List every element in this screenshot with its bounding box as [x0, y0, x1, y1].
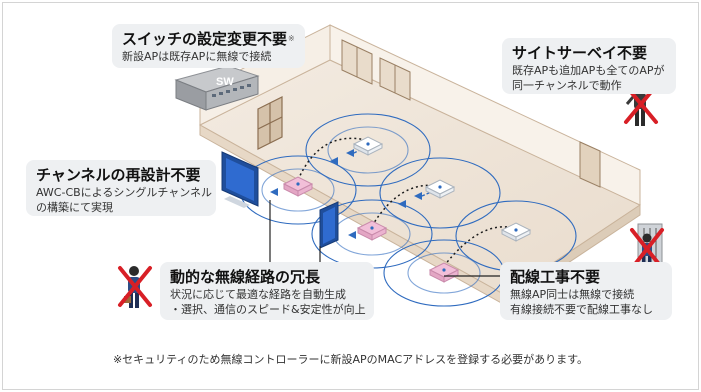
window-left: [257, 96, 283, 150]
callout-leader-lines: [269, 200, 500, 277]
switch-label: SW: [216, 76, 234, 88]
callout-survey: サイトサーベイ不要 既存APも追加APも全てのAPが 同一チャンネルで動作: [502, 38, 676, 94]
callout-wiring-line-2: 有線接続不要で配線工事なし: [510, 303, 653, 316]
callout-survey-line-2: 同一チャンネルで動作: [512, 79, 622, 92]
new-access-point-2: [356, 220, 388, 241]
callout-channel-line-2: の構築にて実現: [36, 201, 113, 214]
window-right: [341, 39, 411, 101]
callout-wiring-line-1: 無線AP同士は無線で接続: [510, 288, 635, 301]
callout-survey-title: サイトサーベイ不要: [512, 44, 648, 62]
callout-channel: チャンネルの再設計不要 AWC-CBによるシングルチャンネル の構築にて実現: [26, 160, 216, 216]
traffic-arrows: [270, 149, 422, 239]
existing-access-point-3: [500, 222, 532, 242]
footnote: ※セキュリティのため無線コントローラーに新設APのMACアドレスを登録する必要が…: [112, 353, 589, 366]
callout-switch: スイッチの設定変更不要※ 新設APは既存APに無線で接続: [112, 24, 305, 68]
new-access-point-1: [282, 176, 314, 197]
network-switch-icon: [174, 65, 260, 111]
callout-route: 動的な無線経路の冗長 状況に応じて最適な経路を自動生成 ・選択、通信のスピード&…: [160, 262, 374, 320]
cross-mark-icon-route: [118, 266, 152, 307]
wireless-links: [297, 137, 515, 267]
callout-switch-line-1: 新設APは既存APに無線で接続: [122, 50, 272, 63]
tablet-icon: [319, 201, 339, 249]
callout-route-title: 動的な無線経路の冗長: [170, 268, 321, 286]
callout-channel-title: チャンネルの再設計不要: [36, 166, 201, 184]
door: [579, 141, 601, 188]
callout-switch-title: スイッチの設定変更不要※: [122, 30, 295, 48]
existing-access-point-2: [424, 179, 456, 199]
callout-route-line-1: 状況に応じて最適な経路を自動生成: [170, 288, 346, 301]
wifi-coverage-waves: [239, 113, 577, 307]
callout-wiring: 配線工事不要 無線AP同士は無線で接続 有線接続不要で配線工事なし: [500, 262, 672, 320]
footnote-mark: ※: [288, 34, 295, 43]
existing-access-point-1: [352, 136, 384, 156]
callout-route-line-2: ・選択、通信のスピード&安定性が向上: [170, 303, 366, 316]
monitor-icon: [221, 151, 259, 208]
callout-survey-line-1: 既存APも追加APも全てのAPが: [512, 64, 665, 77]
callout-channel-line-1: AWC-CBによるシングルチャンネル: [36, 186, 213, 199]
callout-wiring-title: 配線工事不要: [510, 268, 601, 286]
cross-mark-icon-wiring: [630, 228, 664, 270]
